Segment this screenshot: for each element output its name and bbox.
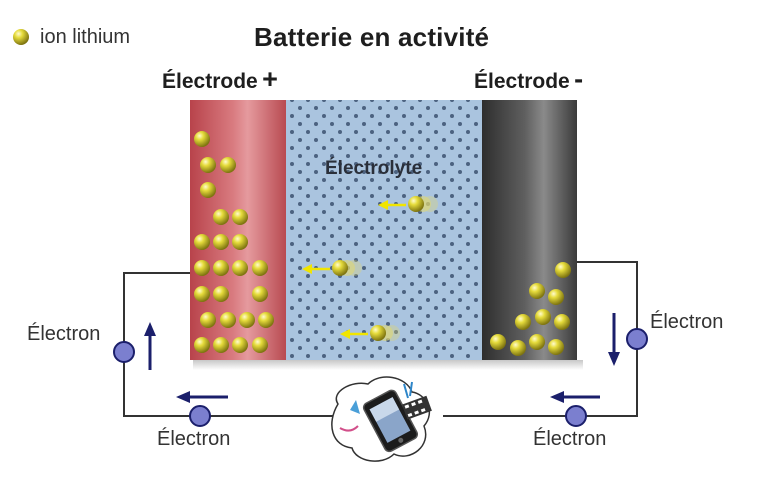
lithium-ion	[554, 314, 570, 330]
electron-bottom-right	[565, 405, 587, 427]
negative-electrode-label: Électrode	[474, 70, 570, 93]
electron-right	[626, 328, 648, 350]
lithium-ion	[220, 157, 236, 173]
lithium-ion	[194, 131, 210, 147]
electron-flow-arrows	[144, 313, 620, 403]
cell-shadow	[193, 360, 583, 370]
lithium-ion	[213, 234, 229, 250]
electrolyte-label: Électrolyte	[325, 158, 423, 179]
electron-label-left: Électron	[27, 323, 101, 345]
positive-electrode-heading: Électrode +	[162, 64, 278, 95]
lithium-ion	[529, 283, 545, 299]
positive-sign: +	[262, 64, 278, 94]
lithium-ion	[408, 196, 424, 212]
negative-electrode-ions	[490, 262, 571, 356]
lithium-ion	[194, 260, 210, 276]
positive-electrode-ions	[194, 131, 274, 353]
lithium-ion	[220, 312, 236, 328]
arrow-left-icon	[176, 391, 228, 403]
lithium-ion	[194, 337, 210, 353]
moving-ion-1	[378, 196, 438, 212]
diagram-title: Batterie en activité	[254, 22, 490, 52]
electrons	[113, 328, 648, 427]
negative-sign: -	[574, 64, 584, 94]
lithium-ion	[370, 325, 386, 341]
lithium-ion	[232, 209, 248, 225]
lithium-ion	[200, 182, 216, 198]
electron-label-bottom-left: Électron	[157, 428, 231, 450]
lithium-ion	[332, 260, 348, 276]
media-phone-icon	[331, 376, 432, 462]
lithium-ion	[213, 209, 229, 225]
arrow-left-icon	[550, 391, 600, 403]
lithium-ion	[535, 309, 551, 325]
lithium-ion	[252, 260, 268, 276]
lithium-ion	[213, 337, 229, 353]
lithium-ion	[232, 234, 248, 250]
electron-label-bottom-right: Électron	[533, 428, 607, 450]
moving-ion-3	[340, 325, 400, 341]
electron-left	[113, 341, 135, 363]
arrow-up-icon	[144, 322, 156, 370]
lithium-ion	[548, 339, 564, 355]
electron-bottom-left	[189, 405, 211, 427]
lithium-ion	[515, 314, 531, 330]
lithium-ion	[213, 260, 229, 276]
lithium-ion	[510, 340, 526, 356]
lithium-ion	[194, 286, 210, 302]
legend-ion-icon	[13, 29, 29, 45]
lithium-ion	[232, 260, 248, 276]
lithium-ion	[232, 337, 248, 353]
lithium-ion	[252, 337, 268, 353]
lithium-ion	[252, 286, 268, 302]
electrolyte-region	[286, 100, 482, 360]
lithium-ion	[194, 234, 210, 250]
lithium-ion	[490, 334, 506, 350]
lithium-ion	[548, 289, 564, 305]
electron-label-right: Électron	[650, 311, 724, 333]
lithium-ion	[213, 286, 229, 302]
arrow-down-icon	[608, 313, 620, 366]
lithium-ion	[239, 312, 255, 328]
moving-ion-2	[302, 260, 362, 276]
negative-electrode-heading: Électrode -	[474, 64, 583, 95]
lithium-ion	[258, 312, 274, 328]
lithium-ion	[529, 334, 545, 350]
legend-label: ion lithium	[40, 26, 131, 48]
lithium-ion	[200, 157, 216, 173]
lithium-ion	[555, 262, 571, 278]
lithium-ion	[200, 312, 216, 328]
positive-electrode-label: Électrode	[162, 70, 258, 93]
